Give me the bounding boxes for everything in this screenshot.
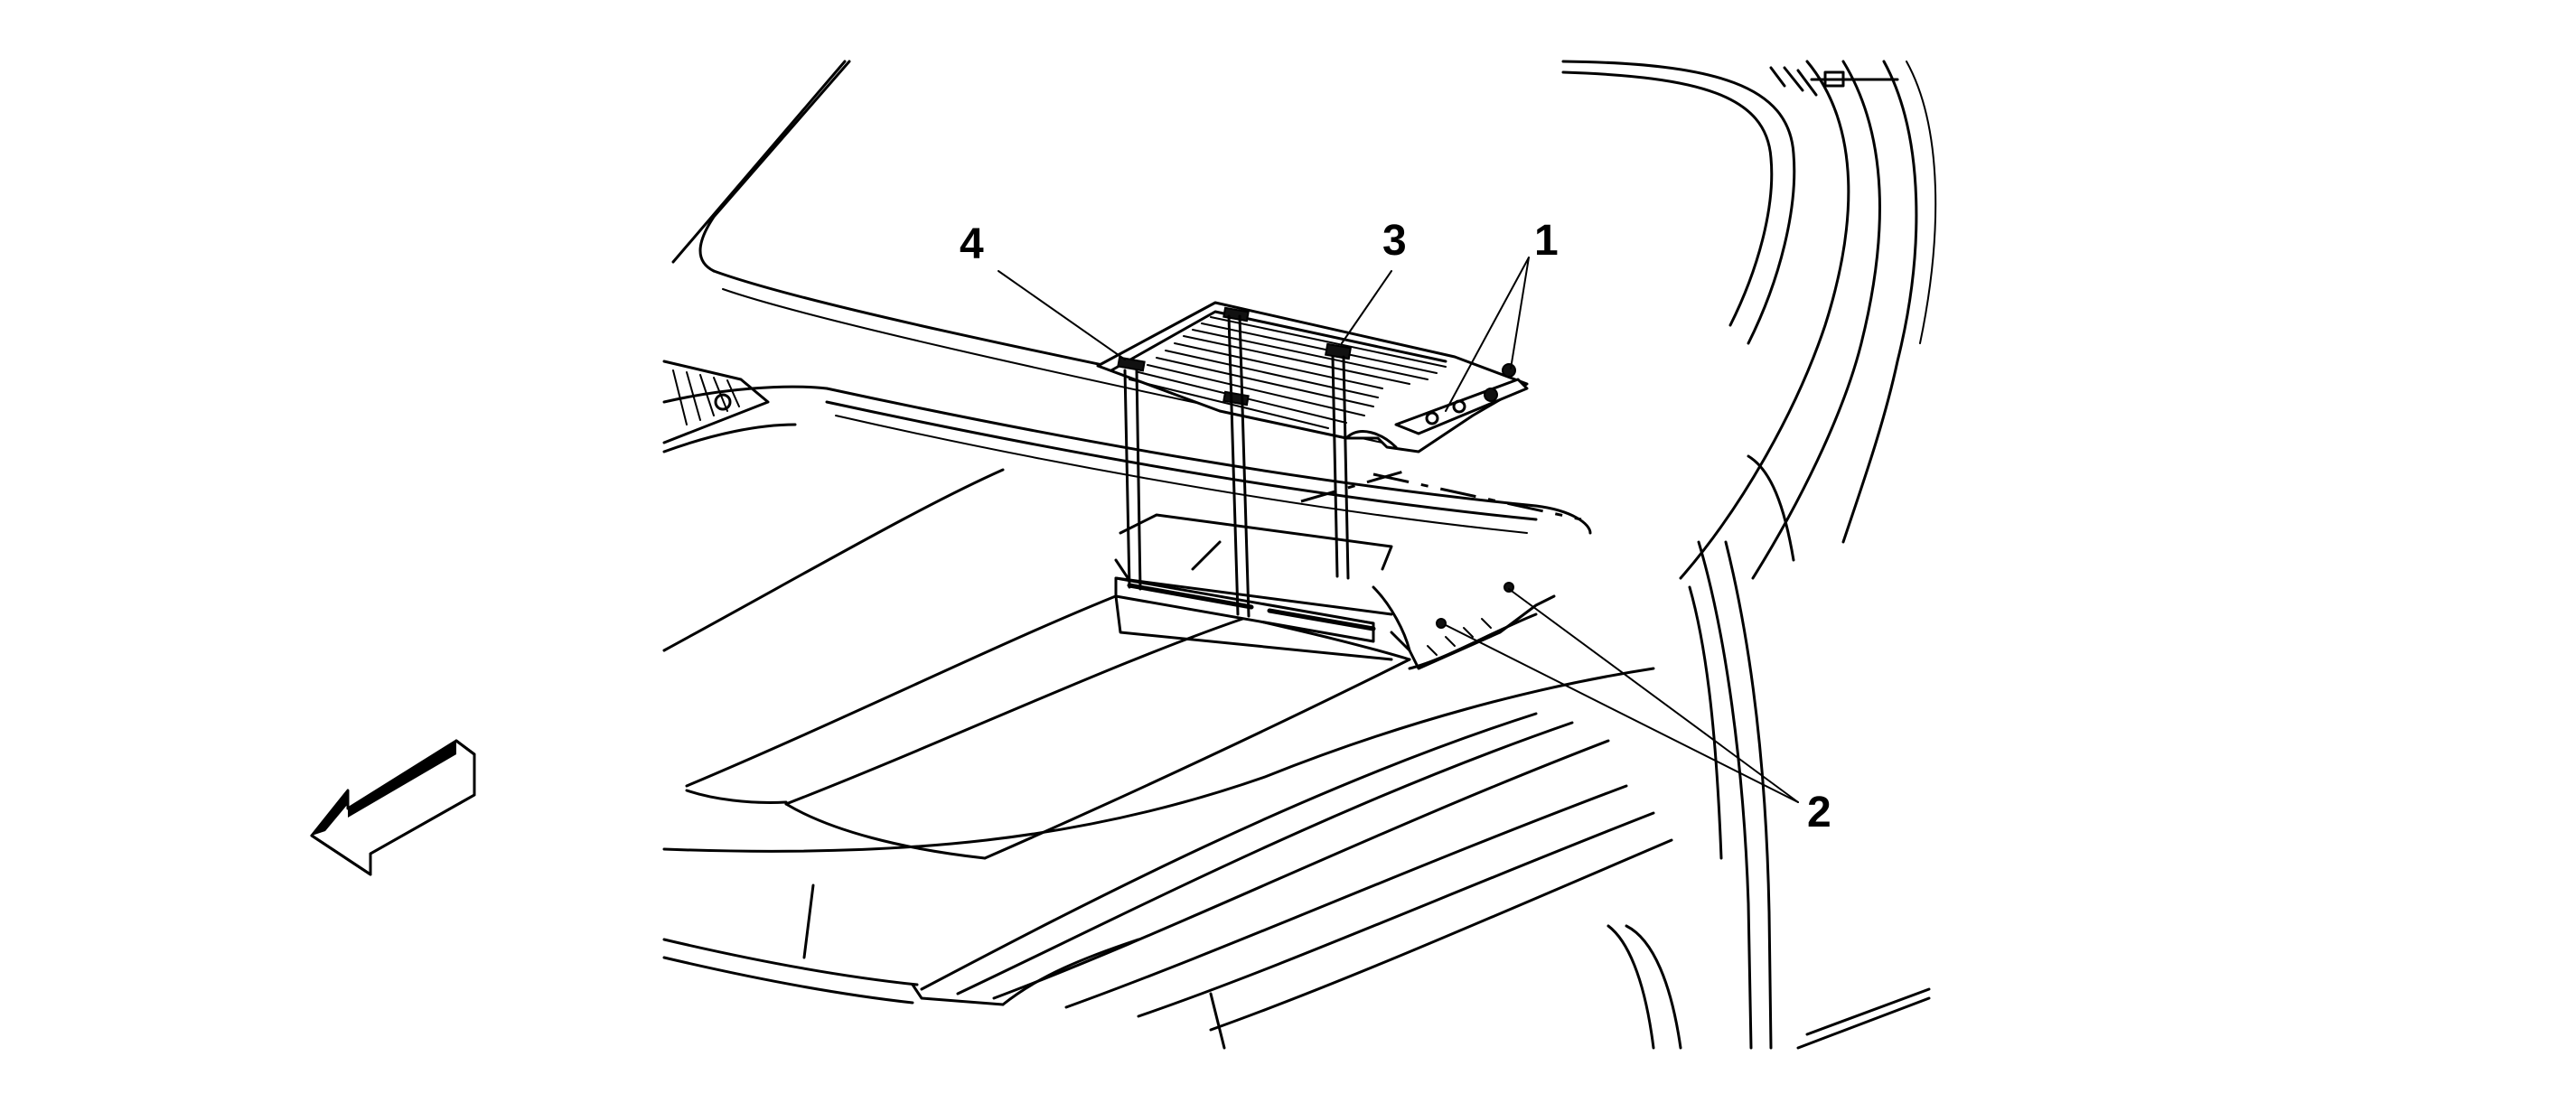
callout-1: 1 xyxy=(1534,217,1559,265)
alignment-centerline-lower xyxy=(1300,468,1410,503)
grille-clip-3 xyxy=(1324,342,1353,360)
alignment-rods xyxy=(1123,314,1350,618)
hood xyxy=(662,468,1673,1050)
fender-right xyxy=(1606,454,1931,1050)
callout-4: 4 xyxy=(960,220,984,268)
left-cowl-vent xyxy=(662,360,770,444)
leader-2b xyxy=(1508,588,1799,803)
leader-1b xyxy=(1510,257,1530,369)
alignment-centerline xyxy=(1372,472,1582,521)
leader-1a xyxy=(1445,257,1530,412)
grille-slats xyxy=(1129,316,1447,429)
leader-3 xyxy=(1341,270,1392,344)
callout-3: 3 xyxy=(1382,217,1407,265)
cowl-panel xyxy=(662,360,1592,670)
leader-2a xyxy=(1445,624,1799,803)
callout-2: 2 xyxy=(1807,789,1831,837)
leader-lines xyxy=(998,257,1799,803)
leader-4 xyxy=(998,270,1126,360)
grille-clip-4 xyxy=(1117,356,1146,372)
cowl-grille-panel xyxy=(1096,301,1529,453)
a-pillar xyxy=(1679,60,1937,580)
front-direction-arrow-icon xyxy=(310,739,476,876)
